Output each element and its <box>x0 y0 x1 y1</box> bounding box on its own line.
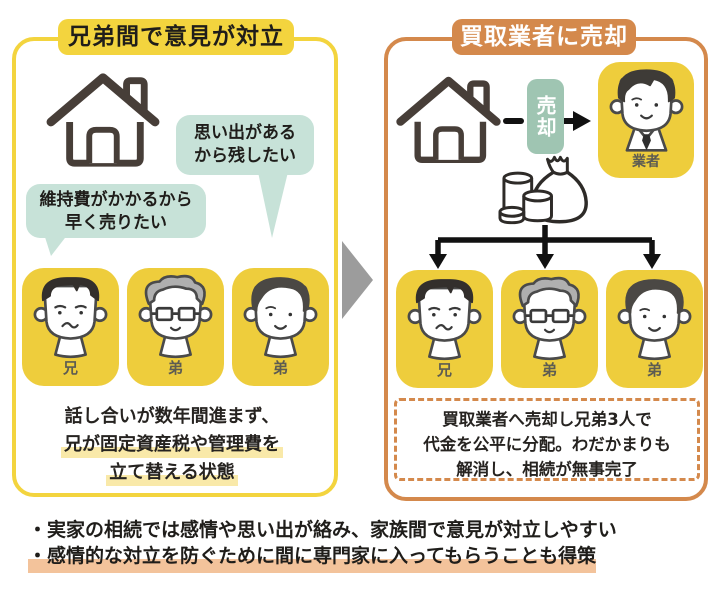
left-panel-caption: 話し合いが数年間進まず、 兄が固定資産税や管理費を 立て替える状態 <box>22 403 322 487</box>
caption-line: 話し合いが数年間進まず、 <box>64 406 280 427</box>
avatar-younger-brother-1: 弟 <box>127 268 224 386</box>
elder-brother-face-icon <box>407 279 482 361</box>
younger-brother-glasses-face-icon <box>512 276 587 361</box>
bubble-text-line: 早く売りたい <box>65 213 167 233</box>
avatar-elder-brother: 兄 <box>22 268 119 386</box>
highlighted-text: 兄が固定資産税や管理費を <box>61 434 283 458</box>
avatar-label: 弟 <box>167 359 183 377</box>
result-box: 買取業者へ売却し兄弟3人で 代金を公平に分配。わだかまりも 解消し、相続が無事完… <box>394 398 700 481</box>
caption-line: 立て替える状態 <box>22 459 322 487</box>
gray-flow-chevron-icon <box>342 241 373 319</box>
bubble-text-line: 維持費がかかるから <box>39 190 193 210</box>
avatar-elder-brother: 兄 <box>396 270 493 388</box>
avatar-buyer-agent: 業者 <box>598 62 694 178</box>
younger-brother-face-icon <box>617 279 692 361</box>
sale-badge-label: 売却 <box>533 94 557 139</box>
result-line: 買取業者へ売却し兄弟3人で <box>442 410 652 429</box>
avatar-younger-brother-2: 弟 <box>606 270 703 388</box>
right-panel-title: 買取業者に売却 <box>452 19 636 55</box>
avatar-label: 兄 <box>436 361 452 379</box>
money-bag-and-coins-icon <box>498 152 602 234</box>
younger-brother-glasses-face-icon <box>138 274 213 359</box>
bubble-text-line: から残したい <box>194 146 296 166</box>
avatar-younger-brother-1: 弟 <box>501 270 598 388</box>
three-way-split-arrow-icon <box>429 225 661 269</box>
result-line: 代金を公平に分配。わだかまりも <box>423 435 671 454</box>
highlighted-text: 立て替える状態 <box>106 462 238 486</box>
younger-brother-face-icon <box>243 277 318 359</box>
avatar-label: 弟 <box>646 361 662 379</box>
speech-bubble-sell-fast: 維持費がかかるから 早く売りたい <box>26 184 206 238</box>
elder-brother-face-icon <box>33 277 108 359</box>
footer-bullet-1: ・実家の相続では感情や思い出が絡み、家族間で意見が対立しやすい <box>28 519 617 541</box>
sale-badge: 売却 <box>527 79 564 154</box>
highlighted-text: ・感情的な対立を防ぐために間に専門家に入ってもらうことも得策 <box>28 545 597 573</box>
bubble-tail <box>258 172 288 238</box>
left-panel-title: 兄弟間で意見が対立 <box>58 19 294 55</box>
avatar-younger-brother-2: 弟 <box>232 268 329 386</box>
house-icon <box>392 70 505 168</box>
bubble-text-line: 思い出がある <box>194 123 296 143</box>
caption-line: 兄が固定資産税や管理費を <box>22 431 322 459</box>
avatar-label: 弟 <box>541 361 557 379</box>
agent-face-icon <box>609 69 684 152</box>
result-line: 解消し、相続が無事完了 <box>456 460 638 479</box>
avatar-label: 弟 <box>272 359 288 377</box>
house-icon <box>42 66 164 172</box>
bubble-tail <box>44 234 68 256</box>
avatar-label: 兄 <box>62 359 78 377</box>
footer-bullet-2: ・感情的な対立を防ぐために間に専門家に入ってもらうことも得策 <box>28 541 597 573</box>
speech-bubble-keep-memories: 思い出がある から残したい <box>176 115 314 175</box>
avatar-label: 業者 <box>632 154 660 170</box>
